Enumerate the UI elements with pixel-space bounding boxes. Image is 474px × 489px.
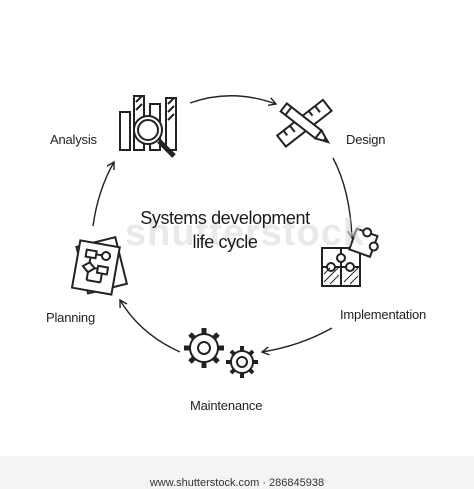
- ruler-pencil-icon: [275, 98, 333, 148]
- footer-bar: [0, 456, 474, 489]
- bar-chart-magnifier-icon: [119, 95, 177, 158]
- arrow-maintenance-to-planning: [119, 298, 181, 353]
- arrow-implementation-to-maintenance: [260, 327, 333, 356]
- arrow-design-to-implementation: [332, 157, 357, 240]
- puzzle-icon: [321, 227, 379, 287]
- flowchart-icon: [70, 235, 129, 296]
- arrow-analysis-to-design: [189, 95, 278, 107]
- footer-text: www.shutterstock.com · 286845938: [149, 477, 325, 489]
- stage-label-planning: Planning: [46, 310, 95, 325]
- arrow-planning-to-analysis: [92, 160, 115, 227]
- diagram-title: Systems development life cycle: [110, 206, 340, 254]
- stage-label-maintenance: Maintenance: [190, 398, 263, 413]
- stage-label-analysis: Analysis: [50, 132, 97, 147]
- watermark: shutterstock: [124, 212, 366, 254]
- diagram-title-line1: Systems development: [140, 208, 310, 228]
- diagram-title-line2: life cycle: [192, 232, 258, 252]
- stage-label-implementation: Implementation: [340, 307, 427, 322]
- stage-label-design: Design: [346, 132, 386, 147]
- gears-icon: [184, 328, 258, 378]
